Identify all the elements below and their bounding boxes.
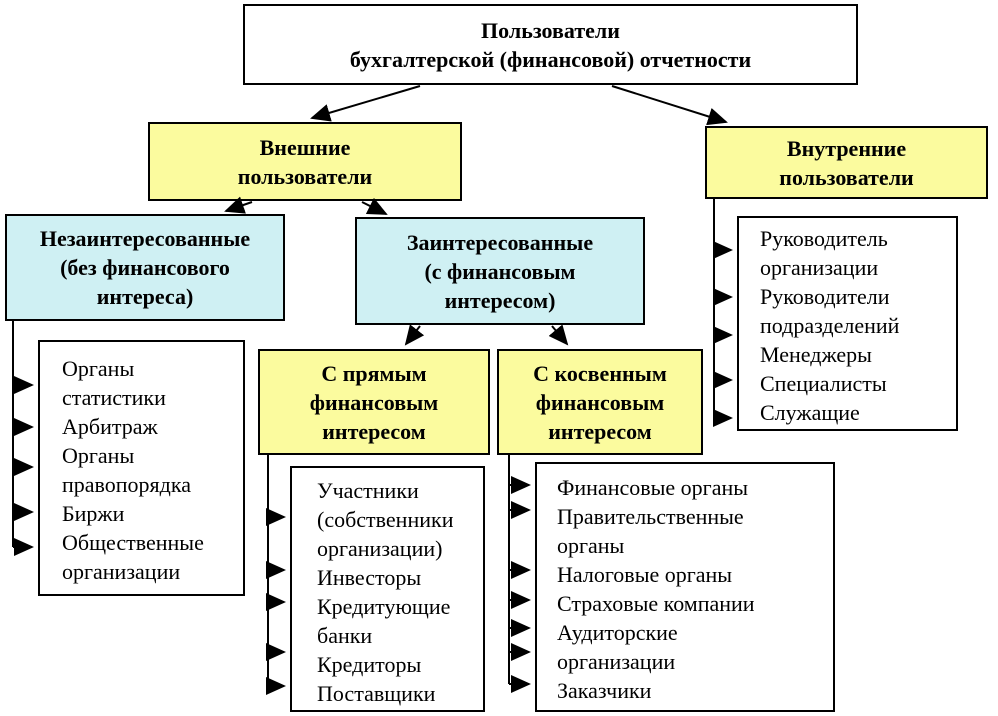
arrow-interested-direct — [404, 324, 425, 346]
list-item: Руководитель организации — [760, 226, 888, 280]
list-item: Органы статистики — [62, 356, 166, 410]
list-item: Органы правопорядка — [62, 443, 191, 497]
connector-direct-list — [266, 455, 286, 695]
list-item: Правительственные органы — [557, 504, 744, 558]
arrow-interested-indirect — [548, 324, 569, 346]
list-item: Аудиторские организации — [557, 620, 678, 674]
connector-internal-list — [713, 199, 733, 427]
list-item: Налоговые органы — [557, 562, 733, 587]
list-item: Заказчики — [557, 678, 652, 703]
arrow-external-disinterested — [224, 196, 253, 214]
list-item: Инвесторы — [317, 565, 422, 590]
list-item: Финансовые органы — [557, 475, 749, 500]
internal-users-node: Внутренние пользователи — [705, 126, 988, 199]
list-item: Поставщики — [317, 681, 436, 706]
external-users-node: Внешние пользователи — [148, 122, 462, 201]
list-item: Арбитраж — [62, 414, 158, 439]
list-item: Биржи — [62, 501, 125, 526]
list-item: Служащие — [760, 400, 860, 425]
connector-indirect-list — [508, 455, 531, 693]
list-item: Менеджеры — [760, 342, 872, 367]
list-item: Специалисты — [760, 371, 887, 396]
list-item: Страховые компании — [557, 591, 755, 616]
direct-interest-list: Участники (собственники организации) Инве… — [290, 466, 485, 712]
list-item: Участники (собственники организации) — [317, 478, 454, 561]
direct-interest-node: С прямым финансовым интересом — [258, 349, 490, 455]
arrow-external-interested — [361, 197, 388, 215]
list-item: Кредитующие банки — [317, 594, 451, 648]
list-item: Кредиторы — [317, 652, 422, 677]
interested-node: Заинтересованные (с финансовым интересом… — [355, 217, 645, 325]
list-item: Руководители подразделений — [760, 284, 900, 338]
arrow-root-internal — [611, 85, 728, 126]
arrow-root-external — [310, 85, 421, 122]
root-node: Пользователи бухгалтерской (финансовой) … — [243, 4, 858, 85]
indirect-interest-node: С косвенным финансовым интересом — [497, 349, 703, 455]
disinterested-node: Незаинтересованные (без финансового инте… — [5, 214, 285, 321]
list-item: Общественные организации — [62, 530, 204, 584]
connector-disinterested-list — [12, 321, 34, 556]
